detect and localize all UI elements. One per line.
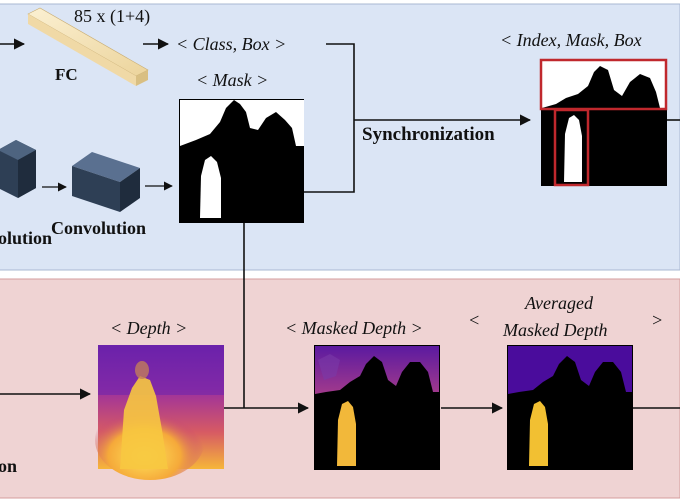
averaged-close-bracket: > bbox=[651, 310, 663, 330]
connector-classbox-sync bbox=[326, 43, 355, 164]
highlight-box-person bbox=[553, 108, 590, 187]
synchronized-mask-image bbox=[539, 58, 668, 187]
convolution-label: Convolution bbox=[51, 218, 146, 238]
synchronization-label: Synchronization bbox=[362, 124, 495, 145]
mask-label: < Mask > bbox=[196, 70, 268, 90]
averaged-open-bracket: < bbox=[468, 310, 480, 330]
fc-layer-block bbox=[27, 7, 149, 86]
connector-mask-sync bbox=[304, 164, 355, 193]
masked-depth-image bbox=[314, 345, 440, 470]
fc-dims-label: 85 x (1+4) bbox=[74, 6, 150, 27]
highlight-box-background bbox=[539, 58, 668, 111]
averaged-label-line1: Averaged bbox=[524, 293, 594, 313]
conv-cube bbox=[72, 152, 140, 212]
fc-label: FC bbox=[55, 65, 78, 84]
class-box-label: < Class, Box > bbox=[176, 34, 286, 54]
index-mask-box-label: < Index, Mask, Box bbox=[500, 30, 642, 50]
conv-left-label: olution bbox=[0, 228, 52, 248]
mask-image bbox=[179, 99, 304, 223]
masked-depth-label: < Masked Depth > bbox=[285, 318, 423, 338]
depth-map-image bbox=[95, 345, 224, 480]
averaged-masked-depth-image bbox=[507, 345, 633, 470]
conv-cube-left bbox=[0, 140, 36, 198]
depth-label: < Depth > bbox=[110, 318, 187, 338]
bottom-left-label: on bbox=[0, 456, 17, 476]
averaged-label-line2: Masked Depth bbox=[502, 320, 607, 340]
